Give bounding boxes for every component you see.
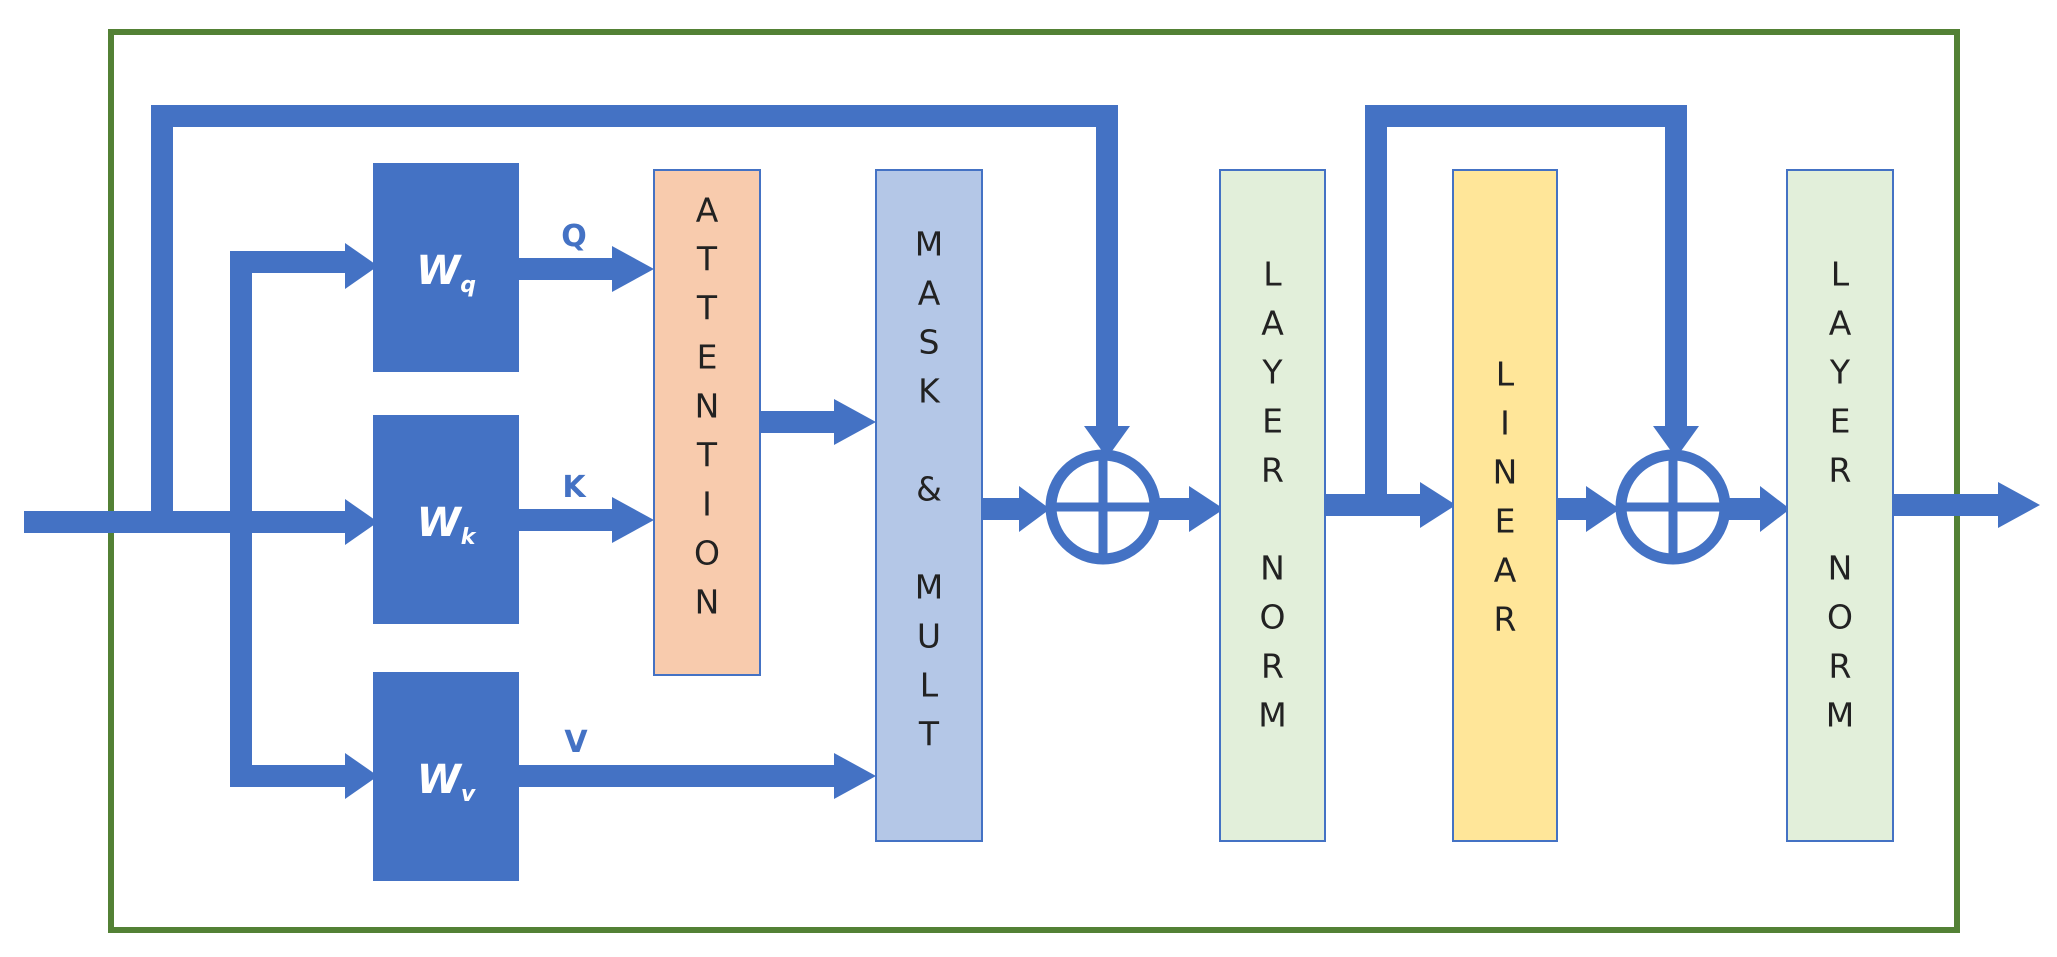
linear-letter: A bbox=[1494, 551, 1517, 590]
attention-letter: N bbox=[695, 583, 720, 622]
layer-norm-2-letter: L bbox=[1831, 255, 1850, 294]
weight-v-symbol: W bbox=[417, 757, 463, 803]
attention-letter: E bbox=[697, 338, 718, 377]
attention-letter: A bbox=[696, 191, 719, 230]
arrow-heads bbox=[345, 243, 2040, 799]
layer-norm-2-letter: R bbox=[1829, 647, 1852, 686]
mask-mult-letter: & bbox=[916, 470, 942, 509]
attention-letter: T bbox=[696, 289, 718, 328]
arrow-skip2-down-icon bbox=[1653, 426, 1699, 458]
attention-letter: T bbox=[696, 240, 718, 279]
layer-norm-2-letter: Y bbox=[1829, 353, 1851, 392]
linear-letter: N bbox=[1493, 453, 1518, 492]
mask-mult-letter: L bbox=[920, 666, 939, 705]
arrow-to-sum2-icon bbox=[1586, 486, 1620, 532]
weight-k-subscript: k bbox=[461, 525, 477, 550]
mask-mult-letter: U bbox=[917, 617, 941, 656]
arrow-to-attention-q-icon bbox=[612, 246, 654, 292]
arrow-to-linear-icon bbox=[1420, 482, 1456, 528]
arrow-skip1-down-icon bbox=[1084, 426, 1130, 458]
add-node-2 bbox=[1615, 449, 1731, 565]
linear-letter: L bbox=[1496, 355, 1515, 394]
layer-norm-2-box bbox=[1786, 169, 1894, 842]
layer-norm-1-letter: N bbox=[1260, 549, 1285, 588]
weight-box-k-rect bbox=[373, 415, 519, 624]
layer-norm-2-letter: E bbox=[1830, 402, 1851, 441]
arrow-to-attention-k-icon bbox=[612, 497, 654, 543]
layer-norm-1-letter: E bbox=[1262, 402, 1283, 441]
v-label: V bbox=[564, 725, 588, 760]
linear-letter: E bbox=[1495, 502, 1516, 541]
arrow-to-wv-icon bbox=[345, 753, 378, 799]
mask-mult-box bbox=[875, 169, 983, 842]
mask-mult-letter: S bbox=[919, 323, 940, 362]
mask-mult-letter: M bbox=[915, 568, 943, 607]
arrow-output-icon bbox=[1998, 482, 2040, 528]
data-flow-lines bbox=[24, 105, 2003, 787]
weight-q-subscript: q bbox=[460, 273, 476, 298]
attention-letter: N bbox=[695, 387, 720, 426]
arrow-to-norm2-icon bbox=[1760, 486, 1790, 532]
layer-norm-2-letter: A bbox=[1829, 304, 1852, 343]
mask-mult-letter: K bbox=[918, 372, 941, 411]
weight-box-v-label: Wv bbox=[417, 757, 476, 807]
layer-norm-1-letter: A bbox=[1261, 304, 1284, 343]
weight-box-q-label: Wq bbox=[416, 248, 476, 298]
branch-trunk bbox=[230, 251, 350, 787]
attention-box bbox=[653, 169, 761, 676]
weight-box-v: Wv V bbox=[373, 672, 588, 881]
weight-box-k-label: Wk bbox=[417, 500, 477, 550]
weight-k-symbol: W bbox=[417, 500, 463, 546]
layer-norm-1-letter: O bbox=[1260, 598, 1286, 637]
layer-norm-2-letter: O bbox=[1827, 598, 1853, 637]
layer-norm-2-letter: M bbox=[1826, 696, 1854, 735]
arrow-to-mask-v-icon bbox=[834, 753, 876, 799]
mask-mult-letter: M bbox=[915, 225, 943, 264]
layer-norm-1-letter: R bbox=[1261, 647, 1284, 686]
mask-mult-letter: T bbox=[918, 715, 940, 754]
k-label: K bbox=[562, 470, 587, 505]
attention-letter: O bbox=[694, 534, 720, 573]
attention-letter: T bbox=[696, 436, 718, 475]
linear-letter: I bbox=[1500, 404, 1510, 443]
q-label: Q bbox=[561, 219, 587, 254]
arrow-to-sum1-icon bbox=[1019, 486, 1050, 532]
layer-norm-1-letter: R bbox=[1261, 451, 1284, 490]
arrow-to-wq-icon bbox=[345, 243, 378, 289]
weight-box-v-rect bbox=[373, 672, 519, 881]
weight-box-k: Wk K bbox=[373, 415, 587, 624]
residual-add-nodes bbox=[1045, 449, 1731, 565]
arrow-to-norm1-icon bbox=[1189, 486, 1224, 532]
arrow-to-wk-icon bbox=[345, 499, 378, 545]
encoder-frame bbox=[108, 29, 1960, 933]
add-node-1 bbox=[1045, 449, 1161, 565]
skip-connection-2 bbox=[1365, 105, 1687, 505]
skip-connection-1 bbox=[151, 105, 1118, 522]
arrow-to-mask-icon bbox=[834, 399, 876, 445]
mask-mult-letter: A bbox=[918, 274, 941, 313]
weight-box-q: Wq Q bbox=[373, 163, 587, 372]
weight-v-subscript: v bbox=[461, 782, 476, 807]
attention-letter: I bbox=[702, 485, 712, 524]
layer-norm-1-letter: M bbox=[1258, 696, 1286, 735]
layer-norm-2-letter: N bbox=[1828, 549, 1853, 588]
linear-letter: R bbox=[1494, 600, 1517, 639]
layer-norm-1-box bbox=[1219, 169, 1326, 842]
processing-blocks: ATTENTIONMASK&MULTLAYERNORMLINEARLAYERNO… bbox=[653, 169, 1894, 842]
weight-matrices: Wq Q Wk K Wv V bbox=[373, 163, 588, 881]
weight-box-q-rect bbox=[373, 163, 519, 372]
layer-norm-1-letter: Y bbox=[1261, 353, 1283, 392]
layer-norm-1-letter: L bbox=[1263, 255, 1282, 294]
layer-norm-2-letter: R bbox=[1829, 451, 1852, 490]
linear-box bbox=[1452, 169, 1558, 842]
weight-q-symbol: W bbox=[416, 248, 462, 294]
